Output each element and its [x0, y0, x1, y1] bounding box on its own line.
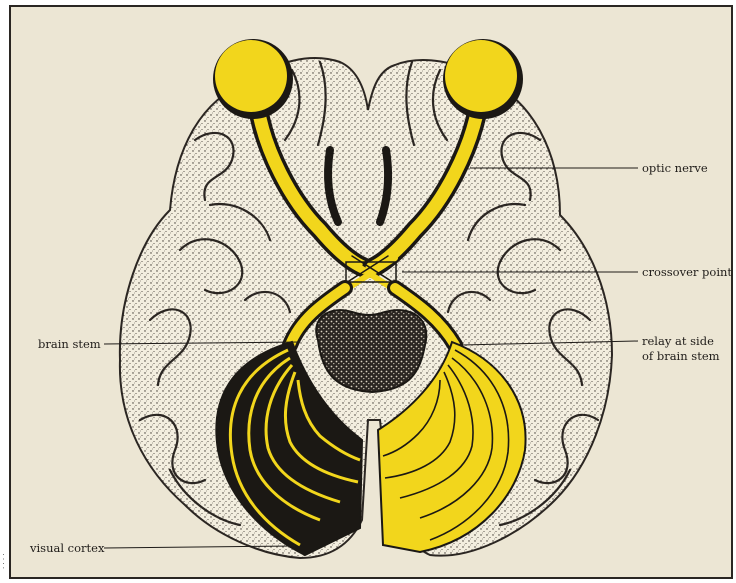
- label-brain-stem: brain stem: [38, 337, 101, 351]
- left-eye: [213, 39, 293, 119]
- label-relay-line2: of brain stem: [642, 349, 720, 363]
- label-visual-cortex: visual cortex: [30, 541, 104, 555]
- label-crossover-point: crossover point: [642, 265, 732, 279]
- label-optic-nerve: optic nerve: [642, 161, 708, 175]
- label-relay-line1: relay at side: [642, 334, 714, 348]
- right-eye: [443, 39, 523, 119]
